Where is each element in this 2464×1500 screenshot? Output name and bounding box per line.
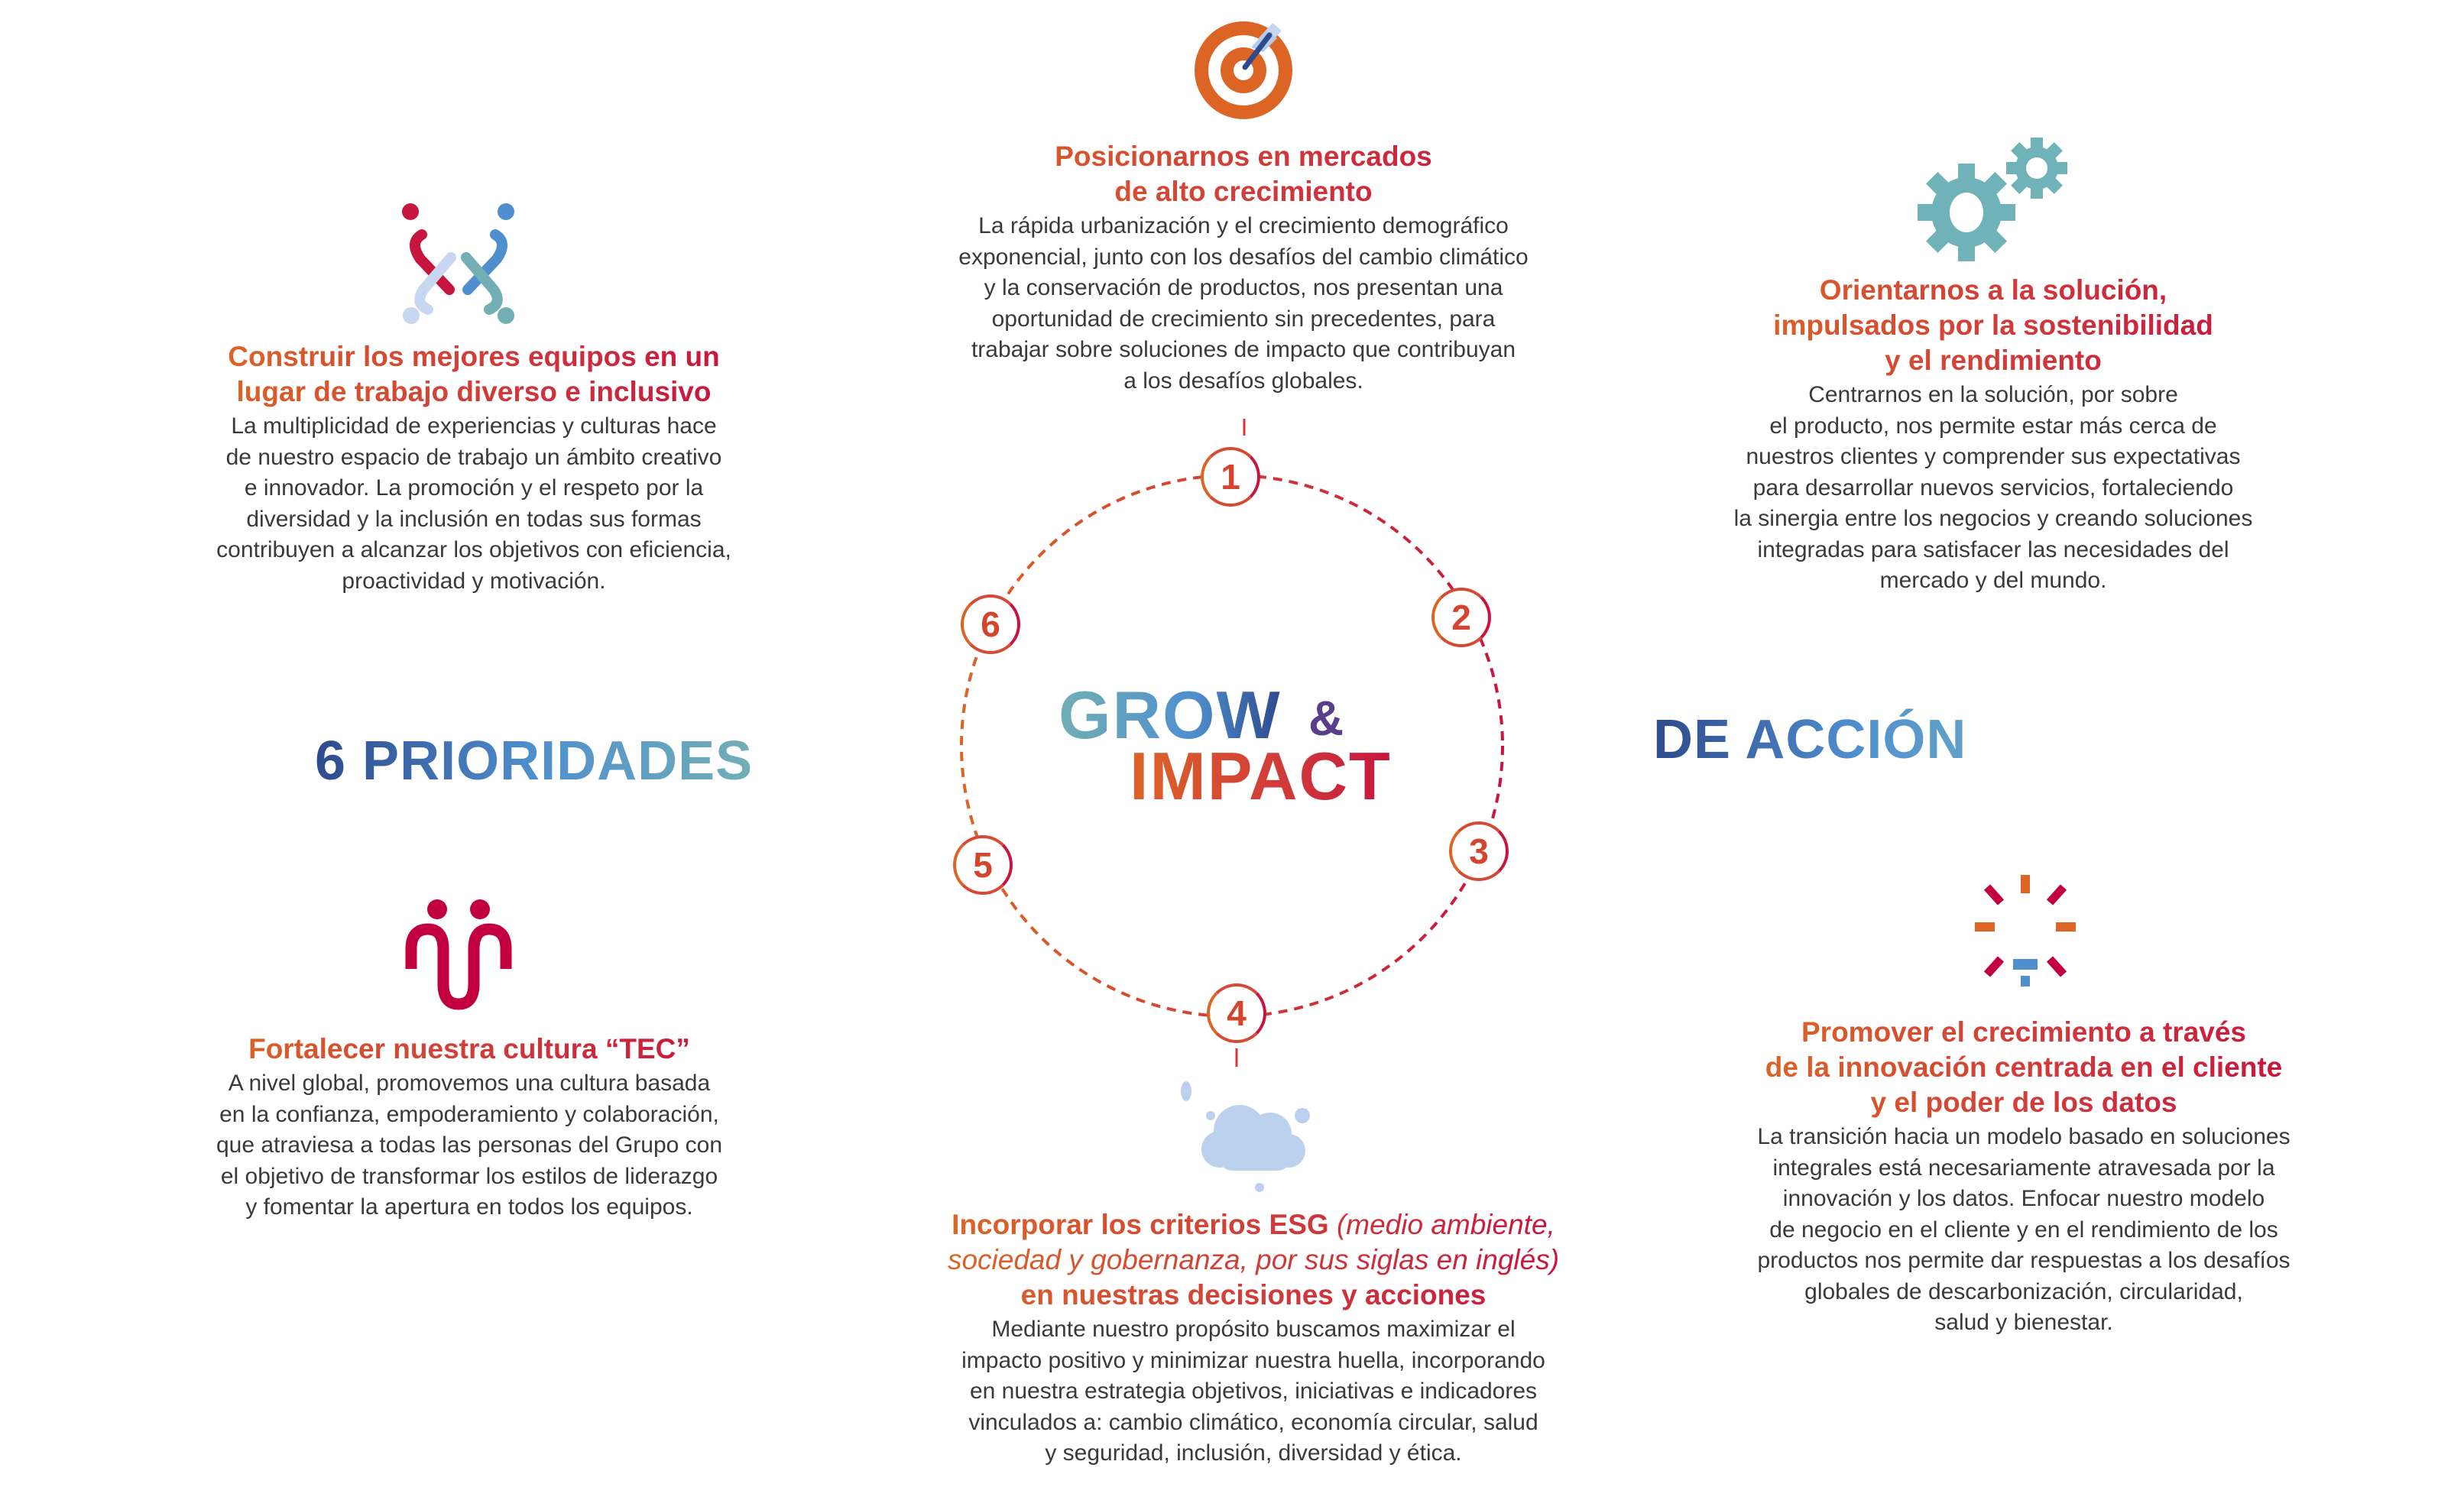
priority-5-block: Fortalecer nuestra cultura “TEC” A nivel… (216, 1032, 722, 1223)
people-connected-icon (405, 899, 512, 1010)
priority-badge-4: 4 (1207, 983, 1266, 1043)
top-connector-line (879, 417, 1608, 436)
logo-grow: GROW (1059, 677, 1282, 753)
priority-4-title-italic: (medio ambiente, (1336, 1209, 1555, 1240)
gears-icon (1918, 138, 2067, 261)
priority-4-block: Incorporar los criterios ESG (medio ambi… (948, 1207, 1559, 1469)
priority-5-body: A nivel global, promovemos una cultura b… (216, 1071, 723, 1220)
priority-1-body: La rápida urbanización y el crecimiento … (958, 213, 1529, 394)
cloud-icon (1181, 1081, 1310, 1192)
target-icon (1195, 21, 1292, 119)
priority-4-title-bold: Incorporar los criterios ESG (952, 1209, 1337, 1240)
priority-5-title: Fortalecer nuestra cultura “TEC” (216, 1032, 722, 1067)
headline-right: DE ACCIÓN (1653, 709, 1967, 770)
priority-1-block: Posicionarnos en mercados de alto crecim… (958, 139, 1528, 397)
priority-4-body: Mediante nuestro propósito buscamos maxi… (961, 1317, 1545, 1466)
priority-4-title: Incorporar los criterios ESG (medio ambi… (948, 1207, 1559, 1313)
logo-impact: IMPACT (1130, 738, 1392, 814)
priority-3-block: Promover el crecimiento a través de la i… (1757, 1015, 2290, 1339)
logo-ampersand: & (1308, 691, 1346, 746)
priority-3-title: Promover el crecimiento a través de la i… (1757, 1015, 2290, 1120)
priority-6-title: Construir los mejores equipos en un luga… (216, 339, 731, 410)
priority-2-block: Orientarnos a la solución, impulsados po… (1734, 273, 2253, 597)
priority-6-block: Construir los mejores equipos en un luga… (216, 339, 731, 597)
priority-2-title: Orientarnos a la solución, impulsados po… (1734, 273, 2253, 378)
headline-left: 6 PRIORIDADES (315, 731, 754, 792)
priority-2-body: Centrarnos en la solución, por sobre el … (1733, 382, 2253, 593)
priority-4-title-italic-2: sociedad y gobernanza, por sus siglas en… (947, 1244, 1560, 1275)
priority-3-body: La transición hacia un modelo basado en … (1757, 1124, 2291, 1335)
priority-badge-5: 5 (953, 835, 1013, 895)
priority-badge-6: 6 (961, 594, 1020, 654)
priority-6-body: La multiplicidad de experiencias y cultu… (216, 413, 731, 594)
lightbulb-icon (1975, 875, 2076, 987)
bottom-connector-line (841, 1048, 1608, 1068)
priority-badge-2: 2 (1431, 588, 1491, 647)
priority-1-title: Posicionarnos en mercados de alto crecim… (958, 139, 1528, 209)
priority-badge-1: 1 (1201, 447, 1260, 507)
priority-badge-3: 3 (1449, 821, 1509, 881)
priority-4-title-bold-2: en nuestras decisiones y acciones (1020, 1279, 1487, 1310)
team-diversity-icon (402, 203, 514, 324)
